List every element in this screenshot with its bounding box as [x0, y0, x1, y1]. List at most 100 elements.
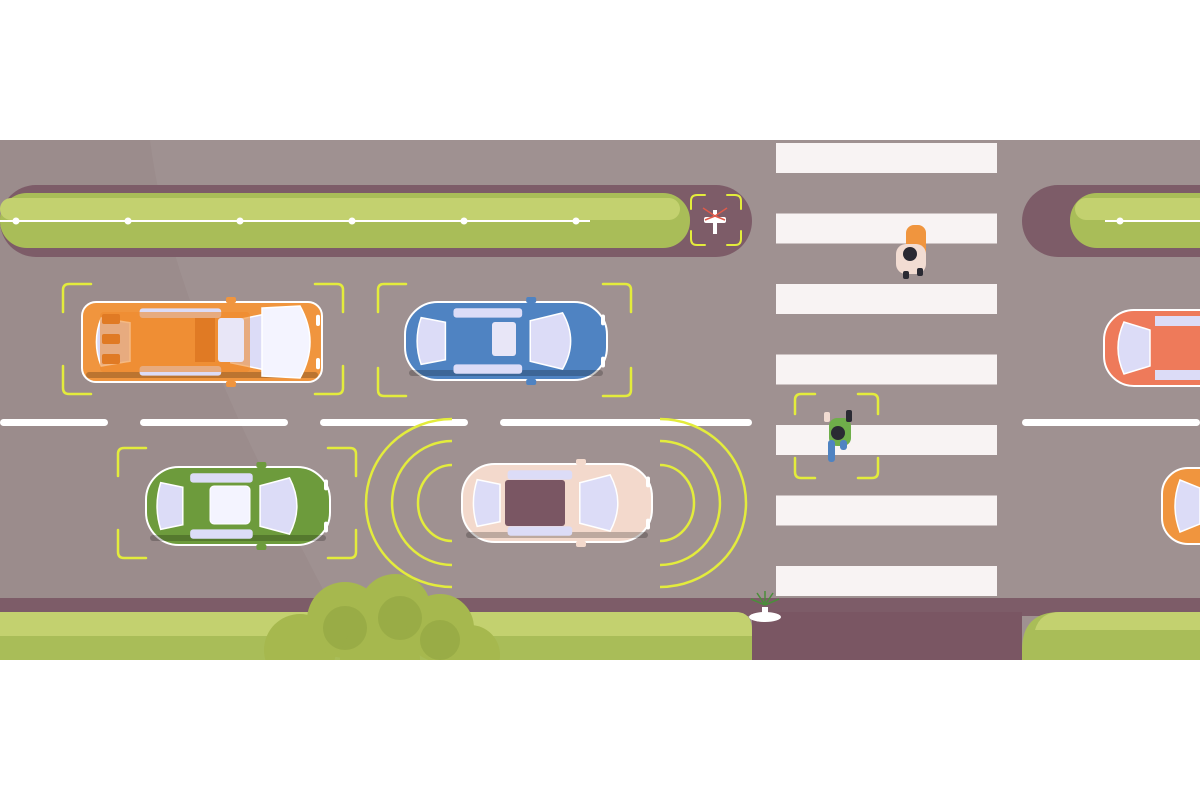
lane-dash — [140, 419, 288, 426]
mirror — [576, 459, 586, 465]
mirror — [526, 379, 537, 385]
road-light-patch — [150, 140, 1200, 660]
street-light-post — [762, 607, 768, 615]
headlight — [316, 314, 320, 326]
street-light-ray — [764, 598, 780, 606]
traffic-sensor-icon — [690, 194, 742, 246]
sensor-frame — [690, 194, 742, 246]
sensor-frame-corner — [376, 282, 408, 314]
mirror — [256, 462, 267, 468]
mirror — [256, 544, 267, 550]
bush-crop — [250, 660, 510, 700]
sensor-frame-van — [61, 282, 345, 396]
sensor-frame-blue — [376, 282, 633, 398]
sensor-ray — [714, 207, 728, 217]
bush-shade — [323, 606, 367, 650]
sensor-frame-corner — [326, 446, 358, 478]
crosswalk-stripe — [776, 284, 997, 314]
car-beige — [461, 459, 653, 547]
headlight — [316, 358, 320, 370]
side-window — [453, 364, 523, 374]
sensor-frame-corner — [601, 282, 633, 314]
sensor-frame-corner — [326, 528, 358, 560]
sensor-ray — [704, 215, 716, 221]
car-green — [145, 462, 331, 550]
sensor-frame-pedestrian — [793, 392, 880, 480]
median-grass-highlight — [1075, 198, 1200, 220]
crosswalk-stripe — [776, 495, 997, 526]
crosswalk-stripe — [776, 354, 997, 385]
pedestrian-head — [831, 426, 845, 440]
rear-window — [416, 316, 447, 366]
median-left — [0, 185, 752, 257]
signal-wave-right — [659, 439, 722, 567]
grass-highlight — [1035, 612, 1200, 630]
car-blue — [404, 297, 608, 385]
bush-shade — [420, 620, 460, 660]
sensor-head — [704, 217, 726, 223]
median-lamp-dot — [236, 217, 244, 225]
pedestrian-foot — [846, 410, 852, 422]
van-orange — [81, 297, 323, 387]
sensor-frame-corner — [793, 456, 817, 480]
sensor-frame-corner — [856, 392, 880, 416]
pedestrian-orange — [896, 225, 926, 279]
sensor-frame-corner — [690, 194, 706, 210]
side-window — [190, 473, 253, 483]
headlight — [324, 479, 328, 491]
side-window — [507, 526, 573, 536]
crosswalk-stripe — [776, 213, 997, 244]
lane-dash — [1022, 419, 1200, 426]
windshield — [529, 312, 572, 370]
side-window — [190, 529, 253, 539]
side-window — [1155, 370, 1200, 380]
van-roof-window — [218, 318, 244, 362]
lane-dash — [0, 419, 108, 426]
median-lamp-dot — [460, 217, 468, 225]
pedestrian-head — [903, 247, 917, 261]
sunroof — [492, 322, 516, 356]
sensor-frame-corner — [726, 230, 742, 246]
sensor-frame-corner — [61, 364, 93, 396]
signal-waves-icon — [364, 417, 748, 589]
van-roof-vent — [102, 334, 120, 344]
windshield — [579, 474, 619, 532]
roof-window — [209, 485, 251, 525]
headlight — [646, 476, 650, 488]
side-window — [507, 470, 573, 480]
headlight — [601, 356, 605, 368]
median-lamp-dot — [12, 217, 20, 225]
crosswalk-stripe — [776, 143, 997, 173]
pedestrian-leg — [828, 440, 835, 462]
median-lamp-dot — [124, 217, 132, 225]
windshield — [259, 477, 298, 535]
side-window — [1155, 316, 1200, 326]
pedestrian-green — [824, 410, 852, 462]
rear-window — [156, 481, 184, 531]
sensor-frame-corner — [313, 364, 345, 396]
signal-wave-left — [416, 463, 453, 543]
pedestrian-foot — [917, 268, 923, 276]
pedestrian-hand — [824, 412, 830, 422]
bottom-curb — [0, 598, 1200, 616]
median-right — [1022, 185, 1200, 257]
car-orange-partial — [1161, 467, 1200, 545]
rear-window — [472, 478, 501, 528]
signal-wave-left — [390, 439, 453, 567]
street-light-ray — [764, 592, 774, 606]
mirror — [576, 541, 586, 547]
side-window — [453, 308, 523, 318]
crosswalk-stripe — [776, 566, 997, 596]
sunroof-dark — [505, 480, 565, 526]
bush-shade — [378, 596, 422, 640]
crosswalk — [776, 143, 997, 596]
signal-wave-right — [659, 463, 696, 543]
van-roof-vent — [102, 354, 120, 364]
sensor-ray — [702, 207, 716, 217]
sensor-frame-green — [116, 446, 358, 560]
median-lamp-dot — [572, 217, 580, 225]
pedestrian-leg — [840, 440, 847, 450]
signal-wave-right — [659, 417, 748, 589]
street-light-base — [749, 612, 781, 622]
